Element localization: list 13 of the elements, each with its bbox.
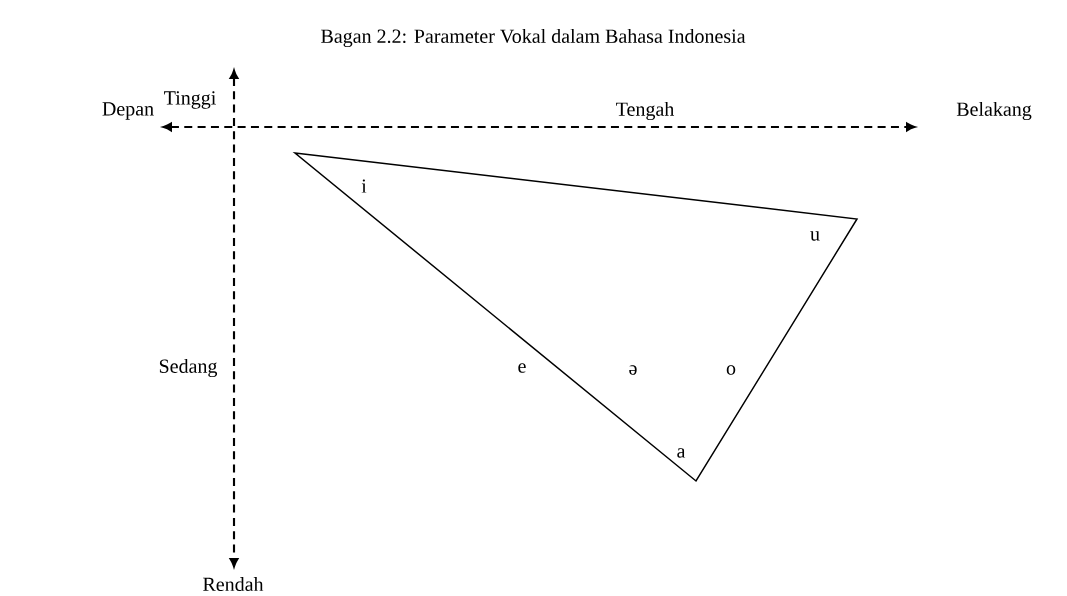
vowel-label: o bbox=[726, 365, 736, 375]
axis-label: Tengah bbox=[616, 101, 675, 121]
axis-label: Sedang bbox=[159, 358, 218, 378]
axis-label: Depan bbox=[102, 102, 154, 120]
vowel-label: ə bbox=[629, 365, 637, 375]
vowel-label: e bbox=[518, 363, 526, 373]
axis-label: Rendah bbox=[203, 577, 264, 592]
vowel-label: i bbox=[361, 179, 367, 193]
title: Bagan 2.2: Parameter Vokal dalam Bahasa Indonesia bbox=[321, 28, 746, 48]
axis-label: Tinggi bbox=[164, 91, 216, 109]
vowel-label: a bbox=[677, 448, 686, 458]
axis-label: Belakang bbox=[956, 101, 1032, 121]
vowel-label: u bbox=[810, 231, 820, 241]
